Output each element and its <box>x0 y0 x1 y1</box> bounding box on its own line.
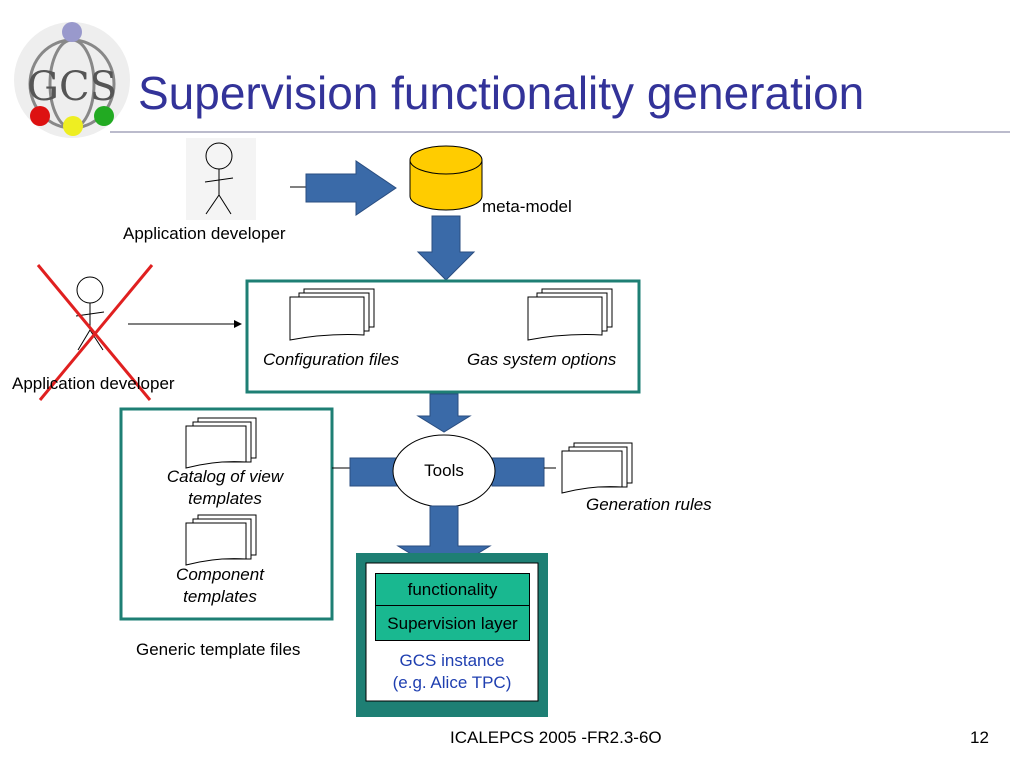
functionality-cell: functionality <box>375 573 530 606</box>
thin-arrowhead <box>234 320 242 328</box>
templates-caption: Generic template files <box>136 640 301 659</box>
logo-text: GCS <box>27 64 117 110</box>
actor-label-crossed: Application developer <box>12 374 175 393</box>
component-templates-icon <box>185 514 257 566</box>
actor-figure-crossed <box>75 276 105 351</box>
arrow-to-meta-model <box>305 160 397 216</box>
catalog-templates-icon <box>185 417 257 469</box>
cross-line-1 <box>36 264 152 401</box>
arrow-down-to-tools <box>416 393 472 433</box>
actor-label-top: Application developer <box>123 224 286 243</box>
meta-model-label: meta-model <box>482 197 572 216</box>
gas-options-icon <box>527 288 613 341</box>
page-title: Supervision functionality generation <box>138 67 865 119</box>
gcs-logo: GCS <box>14 22 130 138</box>
component-templates-label: Component templates <box>176 565 264 606</box>
config-files-label: Configuration files <box>263 350 400 369</box>
arrow-from-rules <box>491 457 545 487</box>
catalog-templates-label: Catalog of view templates <box>166 467 284 508</box>
cross-line-2 <box>38 264 154 401</box>
arrow-from-templates <box>349 457 401 487</box>
supervision-layer-cell: Supervision layer <box>375 605 530 641</box>
tools-label: Tools <box>424 461 464 480</box>
generation-rules-label: Generation rules <box>586 495 712 514</box>
gas-options-label: Gas system options <box>467 350 617 369</box>
page-number: 12 <box>970 728 989 747</box>
config-files-icon <box>289 288 375 341</box>
footer-conference: ICALEPCS 2005 -FR2.3-6O <box>450 728 662 747</box>
gcs-instance-caption: GCS instance (e.g. Alice TPC) <box>392 651 512 692</box>
generation-rules-icon <box>561 442 633 494</box>
actor-figure-top <box>186 138 256 220</box>
meta-model-cylinder <box>409 145 483 211</box>
arrow-down-to-config <box>416 215 476 281</box>
